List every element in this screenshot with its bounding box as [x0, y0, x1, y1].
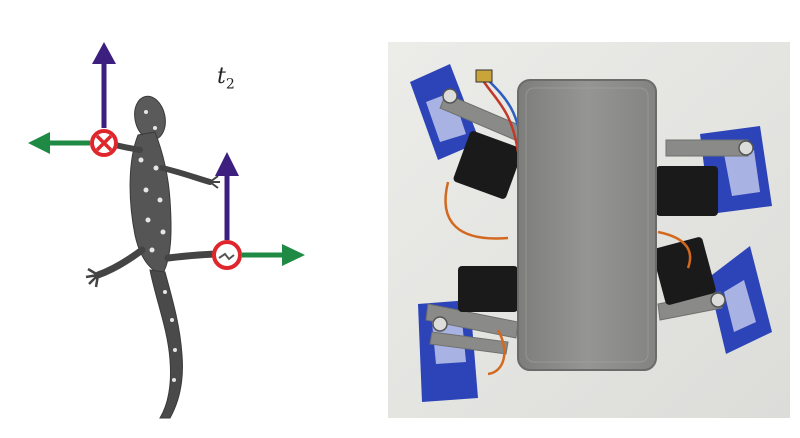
leg-link-front-right	[665, 139, 749, 157]
gecko-diagram	[28, 42, 305, 419]
circle-with-x-icon	[90, 129, 118, 157]
wire-orange	[444, 181, 509, 240]
leg-link-back-left	[425, 303, 519, 339]
time-label-var: t	[217, 64, 226, 89]
wire-connector	[475, 69, 493, 83]
robot-photo-panel	[388, 42, 790, 418]
time-label: t2	[217, 64, 235, 92]
circle-with-dot-icon	[212, 240, 242, 270]
servo-front-left	[453, 131, 523, 199]
servo-front-right	[656, 166, 718, 216]
joint-bolt	[710, 292, 726, 308]
side-force-arrow-left	[28, 132, 90, 154]
up-force-arrow-hind	[215, 152, 239, 240]
robot-body	[517, 79, 657, 371]
wire-orange-back	[487, 329, 506, 376]
wire-red	[482, 81, 520, 153]
joint-bolt	[738, 140, 754, 156]
servo-back-right	[652, 237, 716, 305]
servo-back-left	[458, 266, 518, 312]
wire-orange-right	[657, 230, 692, 269]
side-force-arrow-right	[242, 244, 305, 266]
gecko-diagram-panel: t2	[0, 0, 380, 438]
gecko-illustration	[85, 95, 226, 419]
time-label-subscript: 2	[225, 76, 235, 93]
up-force-arrow-front	[92, 42, 116, 128]
blue-foot-pad-back-right	[708, 246, 772, 354]
joint-bolt	[442, 88, 458, 104]
robot-photo	[388, 42, 790, 418]
leg-link-back-left-lower	[429, 331, 509, 355]
joint-bolt	[432, 316, 448, 332]
